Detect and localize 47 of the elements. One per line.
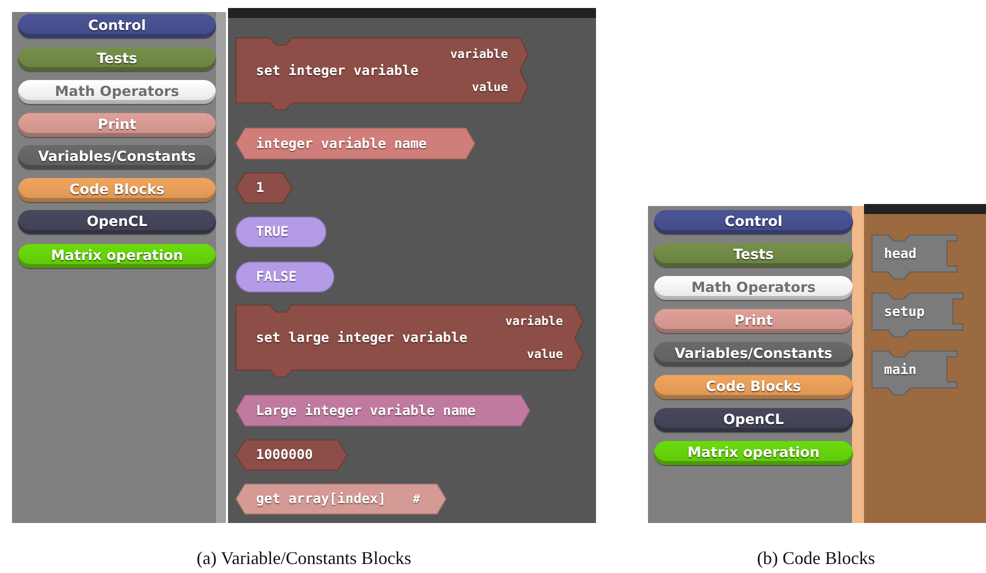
figure-caption: (b) Code Blocks bbox=[757, 548, 875, 569]
block-label: FALSE bbox=[256, 269, 297, 285]
block-label: set large integer variable bbox=[256, 330, 468, 346]
category-button: Variables/Constants bbox=[654, 342, 853, 366]
block-label: setup bbox=[884, 304, 925, 320]
category-button: Print bbox=[18, 113, 216, 137]
category-button: Print bbox=[654, 309, 853, 333]
block-label: Large integer variable name bbox=[256, 402, 476, 418]
command-block bbox=[236, 305, 585, 377]
block-label: TRUE bbox=[256, 224, 289, 240]
code-block bbox=[872, 351, 957, 395]
value-block bbox=[236, 440, 347, 470]
category-button: Code Blocks bbox=[18, 178, 216, 202]
block-label: set integer variable bbox=[256, 62, 419, 78]
category-button: Math Operators bbox=[654, 276, 853, 300]
boolean-block bbox=[236, 217, 326, 247]
block-label: value bbox=[526, 346, 563, 361]
category-button: OpenCL bbox=[654, 408, 853, 432]
code-block bbox=[872, 235, 957, 279]
category-button: Tests bbox=[18, 47, 216, 71]
category-button: Control bbox=[654, 210, 853, 234]
value-block bbox=[236, 484, 446, 514]
category-button: Matrix operation bbox=[654, 441, 853, 465]
boolean-block bbox=[236, 262, 334, 292]
block-label: head bbox=[884, 246, 917, 262]
category-button: Matrix operation bbox=[18, 244, 216, 268]
category-button: Math Operators bbox=[18, 80, 216, 104]
category-button: Code Blocks bbox=[654, 375, 853, 399]
block-label: integer variable name bbox=[256, 136, 427, 152]
command-block bbox=[236, 38, 530, 110]
figure-caption: (a) Variable/Constants Blocks bbox=[196, 548, 412, 569]
block-label: value bbox=[472, 80, 508, 94]
block-label: main bbox=[884, 362, 917, 378]
block-label: variable bbox=[450, 47, 508, 62]
category-button: Variables/Constants bbox=[18, 145, 216, 169]
value-block bbox=[236, 128, 475, 159]
category-button: OpenCL bbox=[18, 210, 216, 234]
category-button: Tests bbox=[654, 243, 853, 267]
block-label: variable bbox=[505, 314, 563, 328]
block-label: 1 bbox=[256, 180, 264, 196]
category-button: Control bbox=[18, 14, 216, 38]
value-block bbox=[236, 395, 530, 426]
code-block bbox=[872, 293, 963, 337]
block-label: 1000000 bbox=[256, 447, 313, 463]
block-label: get array[index] bbox=[256, 491, 386, 507]
block-label: # bbox=[412, 492, 420, 506]
value-block bbox=[236, 173, 292, 203]
